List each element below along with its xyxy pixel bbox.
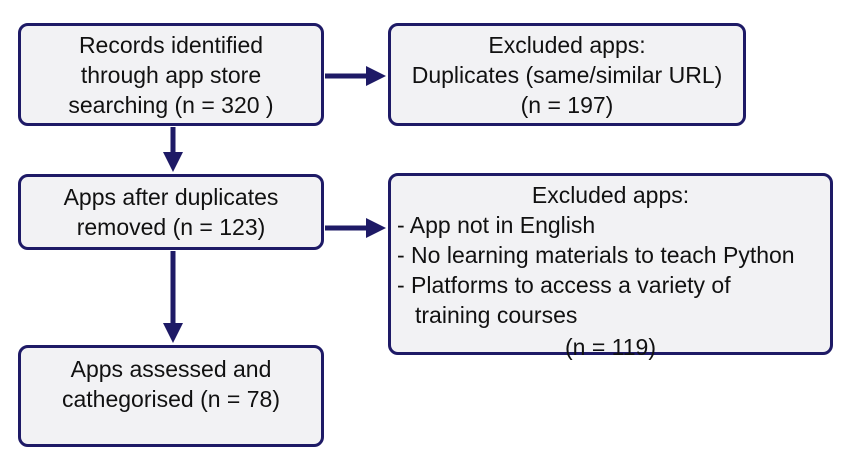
- assessed-line-1: Apps assessed and: [70, 356, 272, 382]
- after-duplicates-box: Apps after duplicates removed (n = 123): [18, 174, 324, 250]
- excluded-criteria-box: Excluded apps: - App not in English - No…: [388, 173, 833, 360]
- excluded-1-heading: Excluded apps:: [488, 31, 646, 58]
- records-line-3: searching (n = 320 ): [68, 91, 274, 118]
- excluded-1-reason: Duplicates (same/similar URL): [411, 61, 723, 88]
- records-line-2: through app store: [80, 61, 262, 88]
- excluded-2-item-no-python-materials: - No learning materials to teach Python: [397, 242, 795, 268]
- excluded-2-item-platforms-continuation: training courses: [415, 302, 578, 328]
- records-identified-box: Records identified through app store sea…: [18, 23, 324, 126]
- records-line-1: Records identified: [78, 31, 264, 58]
- after-duplicates-line-1: Apps after duplicates: [63, 184, 279, 210]
- excluded-1-count: (n = 197): [520, 91, 614, 118]
- assessed-box: Apps assessed and cathegorised (n = 78): [18, 345, 324, 447]
- excluded-2-item-platforms: - Platforms to access a variety of: [397, 272, 731, 298]
- after-duplicates-line-2: removed (n = 123): [76, 214, 266, 240]
- excluded-duplicates-box: Excluded apps: Duplicates (same/similar …: [388, 23, 746, 126]
- excluded-2-count: (n = 119): [565, 334, 656, 360]
- assessed-line-2: cathegorised (n = 78): [62, 386, 280, 412]
- excluded-2-item-not-english: - App not in English: [397, 212, 596, 238]
- excluded-2-heading: Excluded apps:: [531, 182, 690, 208]
